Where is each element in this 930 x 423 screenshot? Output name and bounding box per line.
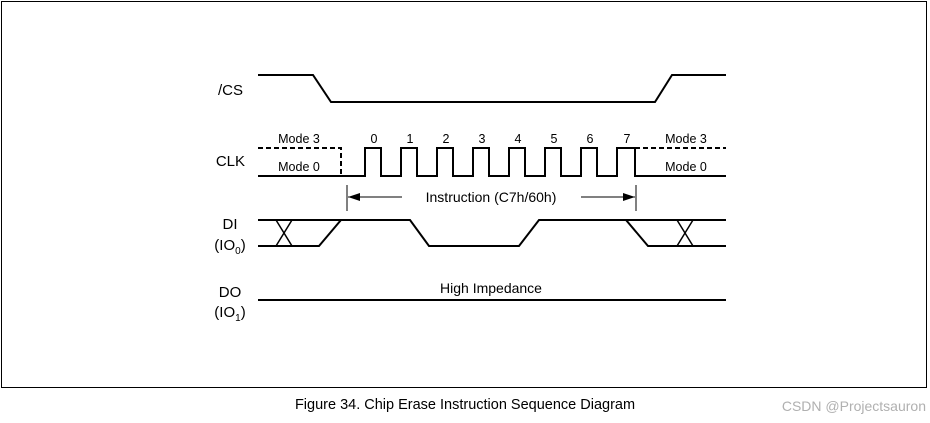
bit-label-6: 6 bbox=[587, 132, 594, 146]
clk-label: CLK bbox=[216, 153, 245, 170]
clk-pulses bbox=[341, 147, 726, 177]
di-dont-care-right bbox=[676, 219, 694, 247]
bit-label-7: 7 bbox=[624, 132, 631, 146]
cs-label: /CS bbox=[218, 82, 243, 99]
di-dont-care-left bbox=[275, 219, 293, 247]
do-label: DO bbox=[219, 284, 242, 301]
di-io-label: (IO0) bbox=[214, 237, 245, 257]
bit-label-2: 2 bbox=[443, 132, 450, 146]
mode0-left-label: Mode 0 bbox=[278, 160, 320, 174]
high-impedance-label: High Impedance bbox=[440, 280, 542, 296]
di-label: DI bbox=[223, 216, 238, 233]
figure-caption: Figure 34. Chip Erase Instruction Sequen… bbox=[294, 397, 636, 413]
mode3-right-label: Mode 3 bbox=[665, 132, 707, 146]
bit-label-4: 4 bbox=[515, 132, 522, 146]
cs-waveform bbox=[258, 74, 726, 103]
mode0-right-label: Mode 0 bbox=[665, 160, 707, 174]
bit-label-3: 3 bbox=[479, 132, 486, 146]
clk-mode3-left bbox=[258, 147, 342, 176]
di-waveform bbox=[258, 219, 726, 247]
diagram-frame bbox=[1, 1, 927, 388]
instruction-label: Instruction (C7h/60h) bbox=[426, 189, 557, 205]
bit-label-0: 0 bbox=[371, 132, 378, 146]
do-io-label: (IO1) bbox=[214, 304, 245, 324]
mode3-left-label: Mode 3 bbox=[278, 132, 320, 146]
bit-label-5: 5 bbox=[551, 132, 558, 146]
bit-label-1: 1 bbox=[407, 132, 414, 146]
watermark: CSDN @Projectsauron bbox=[781, 398, 926, 414]
